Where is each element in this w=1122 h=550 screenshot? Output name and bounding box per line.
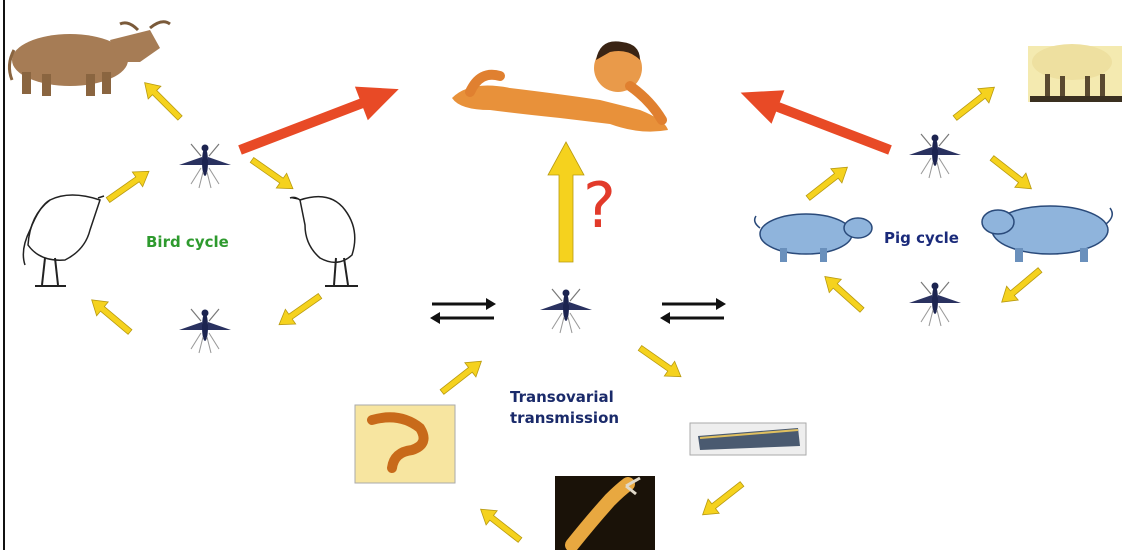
exchange-arrow-right — [660, 298, 726, 324]
mosquito-icon-pig-bottom — [909, 282, 961, 326]
goat-illustration — [1028, 44, 1122, 102]
arrow-lower-mosquito-to-pig — [819, 270, 868, 317]
pig-cycle-label: Pig cycle — [884, 229, 959, 247]
egret-illustration-right — [290, 197, 358, 286]
arrow-mosquito-to-human — [548, 142, 584, 262]
arrow-eggs-to-pupa — [697, 477, 747, 522]
arrow-lower-mosquito-to-bird — [86, 293, 136, 339]
mosquito-icon-pig-top — [909, 134, 961, 178]
exchange-arrow-left — [430, 298, 496, 324]
red-arrow-right — [734, 76, 896, 167]
arrow-larva-to-mosquito — [436, 354, 486, 399]
larva-photo — [355, 405, 455, 483]
mosquito-icon-center — [540, 289, 592, 333]
mosquito-icon-bird-bottom — [179, 309, 231, 353]
pig-illustration-right — [982, 206, 1112, 262]
arrow-pig-to-lower-mosquito — [996, 263, 1046, 309]
pig-illustration-left — [755, 214, 872, 262]
arrow-to-goat — [949, 80, 999, 125]
transovarial-transmission-label: Transovarial transmission — [510, 387, 619, 429]
human-infant-illustration — [452, 41, 668, 131]
transovarial-label-line2: transmission — [510, 408, 619, 429]
egret-illustration-left — [23, 195, 104, 286]
egg-raft-photo — [690, 423, 806, 455]
transovarial-label-line1: Transovarial — [510, 387, 619, 408]
arrow-mosquito-to-pig — [986, 151, 1036, 196]
bird-cycle-label: Bird cycle — [146, 233, 229, 251]
arrow-to-cow — [138, 76, 186, 124]
arrow-mosquito-to-bird — [247, 153, 298, 196]
arrow-mosquito-to-eggs — [635, 341, 686, 384]
red-arrow-left — [234, 72, 406, 167]
arrow-bird-to-lower-mosquito — [274, 289, 325, 332]
mosquito-icon-bird-top — [179, 144, 231, 188]
pupa-photo — [555, 476, 655, 550]
arrow-pig-to-mosquito — [802, 160, 852, 205]
arrow-bird-to-mosquito — [103, 164, 154, 207]
arrow-pupa-to-larva — [475, 502, 525, 547]
question-mark: ? — [583, 175, 616, 237]
exchange-arrows — [430, 298, 726, 324]
